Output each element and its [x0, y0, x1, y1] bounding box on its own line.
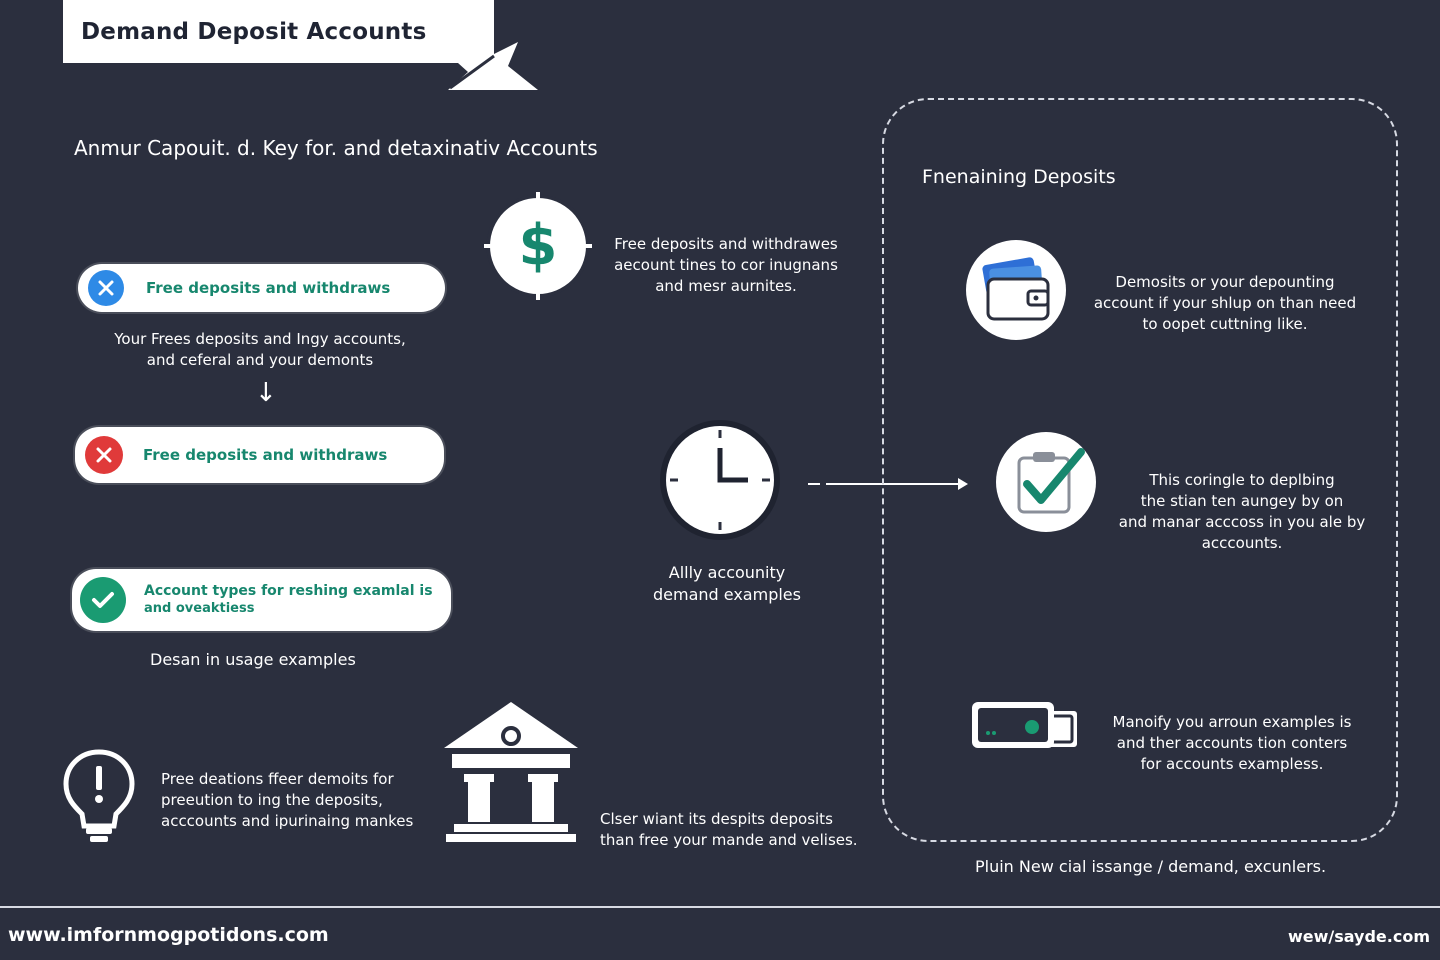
arrow-right-icon [808, 478, 968, 490]
panel-heading: Fnenaining Deposits [922, 166, 1116, 188]
page-title: Demand Deposit Accounts [81, 18, 427, 45]
feature-note: Your Frees deposits and Ingy accounts, a… [100, 329, 420, 371]
pill-label: Account types for reshing examlal is and… [144, 582, 433, 618]
lightbulb-icon [63, 749, 135, 842]
panel-footer-note: Pluin New cial issange / demand, excunle… [975, 857, 1327, 876]
card-icon [972, 702, 1079, 749]
feature-pill-account-types: Account types for reshing examlal is and… [72, 569, 451, 631]
title-banner: Demand Deposit Accounts [63, 0, 494, 63]
page-subtitle: Anmur Capouit. d. Key for. and detaxinat… [74, 136, 598, 160]
feature-pill-deposits: Free deposits and withdraws [78, 264, 445, 312]
text-line: and manar acccoss in you ale by [1118, 513, 1366, 531]
bank-text: Clser wiant its despits deposits than fr… [600, 809, 870, 851]
dollar-text: Free deposits and withdrawes aecount tin… [596, 234, 856, 297]
note-line: acccounts and ipurinaing mankes [161, 812, 414, 830]
text-line: Manoify you arroun examples is [1112, 713, 1352, 731]
text-line: Free deposits and withdrawes [614, 235, 838, 253]
pill-label: Free deposits and withdraws [146, 279, 391, 297]
text-line: Clser wiant its despits deposits [600, 810, 833, 828]
bank-icon [444, 702, 578, 842]
check-icon [80, 577, 126, 623]
text-line: and mesr aurnites. [655, 277, 797, 295]
text-line: than free your mande and velises. [600, 831, 858, 849]
pill-label-main: Account types for reshing examlal is [144, 583, 433, 599]
text-line: Allly accounity [668, 563, 786, 582]
dollar-ring-decoration [484, 192, 592, 300]
pill-label: Free deposits and withdraws [143, 446, 388, 464]
clock-icon [660, 420, 780, 540]
x-icon [85, 436, 123, 474]
ribbon-decoration [448, 42, 538, 90]
footer-divider [0, 906, 1440, 908]
text-line: aecount tines to cor inugnans [614, 256, 838, 274]
footer-source-link[interactable]: wew/sayde.com [1287, 927, 1430, 946]
feature-pill-withdraws: Free deposits and withdraws [75, 427, 444, 483]
x-icon [88, 270, 124, 306]
text-line: and ther accounts tion conters [1116, 734, 1348, 752]
note-line: Pree deations ffeer demoits for [161, 770, 394, 788]
dollar-symbol: $ [518, 213, 558, 278]
down-arrow-icon: ↓ [255, 378, 277, 408]
dollar-icon: $ [490, 198, 586, 294]
wallet-text: Demosits or your depounting account if y… [1090, 272, 1360, 335]
text-line: for accounts exampless. [1140, 755, 1324, 773]
footer-website-link[interactable]: www.imfornmogpotidons.com [8, 924, 329, 946]
text-line: This coringle to deplbing [1149, 471, 1335, 489]
text-line: acccounts. [1201, 534, 1283, 552]
note-line: Your Frees deposits and Ingy accounts, [114, 330, 406, 348]
checklist-icon [996, 432, 1096, 532]
card-text: Manoify you arroun examples is and ther … [1100, 712, 1364, 775]
remaining-deposits-panel [882, 98, 1398, 842]
text-line: Demosits or your depounting [1115, 273, 1335, 291]
text-line: demand examples [653, 585, 801, 604]
wallet-icon [966, 240, 1066, 340]
checklist-text: This coringle to deplbing the stian ten … [1110, 470, 1374, 554]
usage-note: Desan in usage examples [150, 650, 356, 669]
note-line: preeution to ing the deposits, [161, 791, 383, 809]
text-line: the stian ten aungey by on [1140, 492, 1344, 510]
pill-label-sub: and oveaktiess [144, 601, 255, 616]
text-line: to oopet cuttning like. [1142, 315, 1308, 333]
note-line: and ceferal and your demonts [146, 351, 374, 369]
text-line: account if your shlup on than need [1093, 294, 1357, 312]
clock-text: Allly accounity demand examples [620, 562, 834, 606]
bulb-note: Pree deations ffeer demoits for preeutio… [161, 769, 441, 832]
